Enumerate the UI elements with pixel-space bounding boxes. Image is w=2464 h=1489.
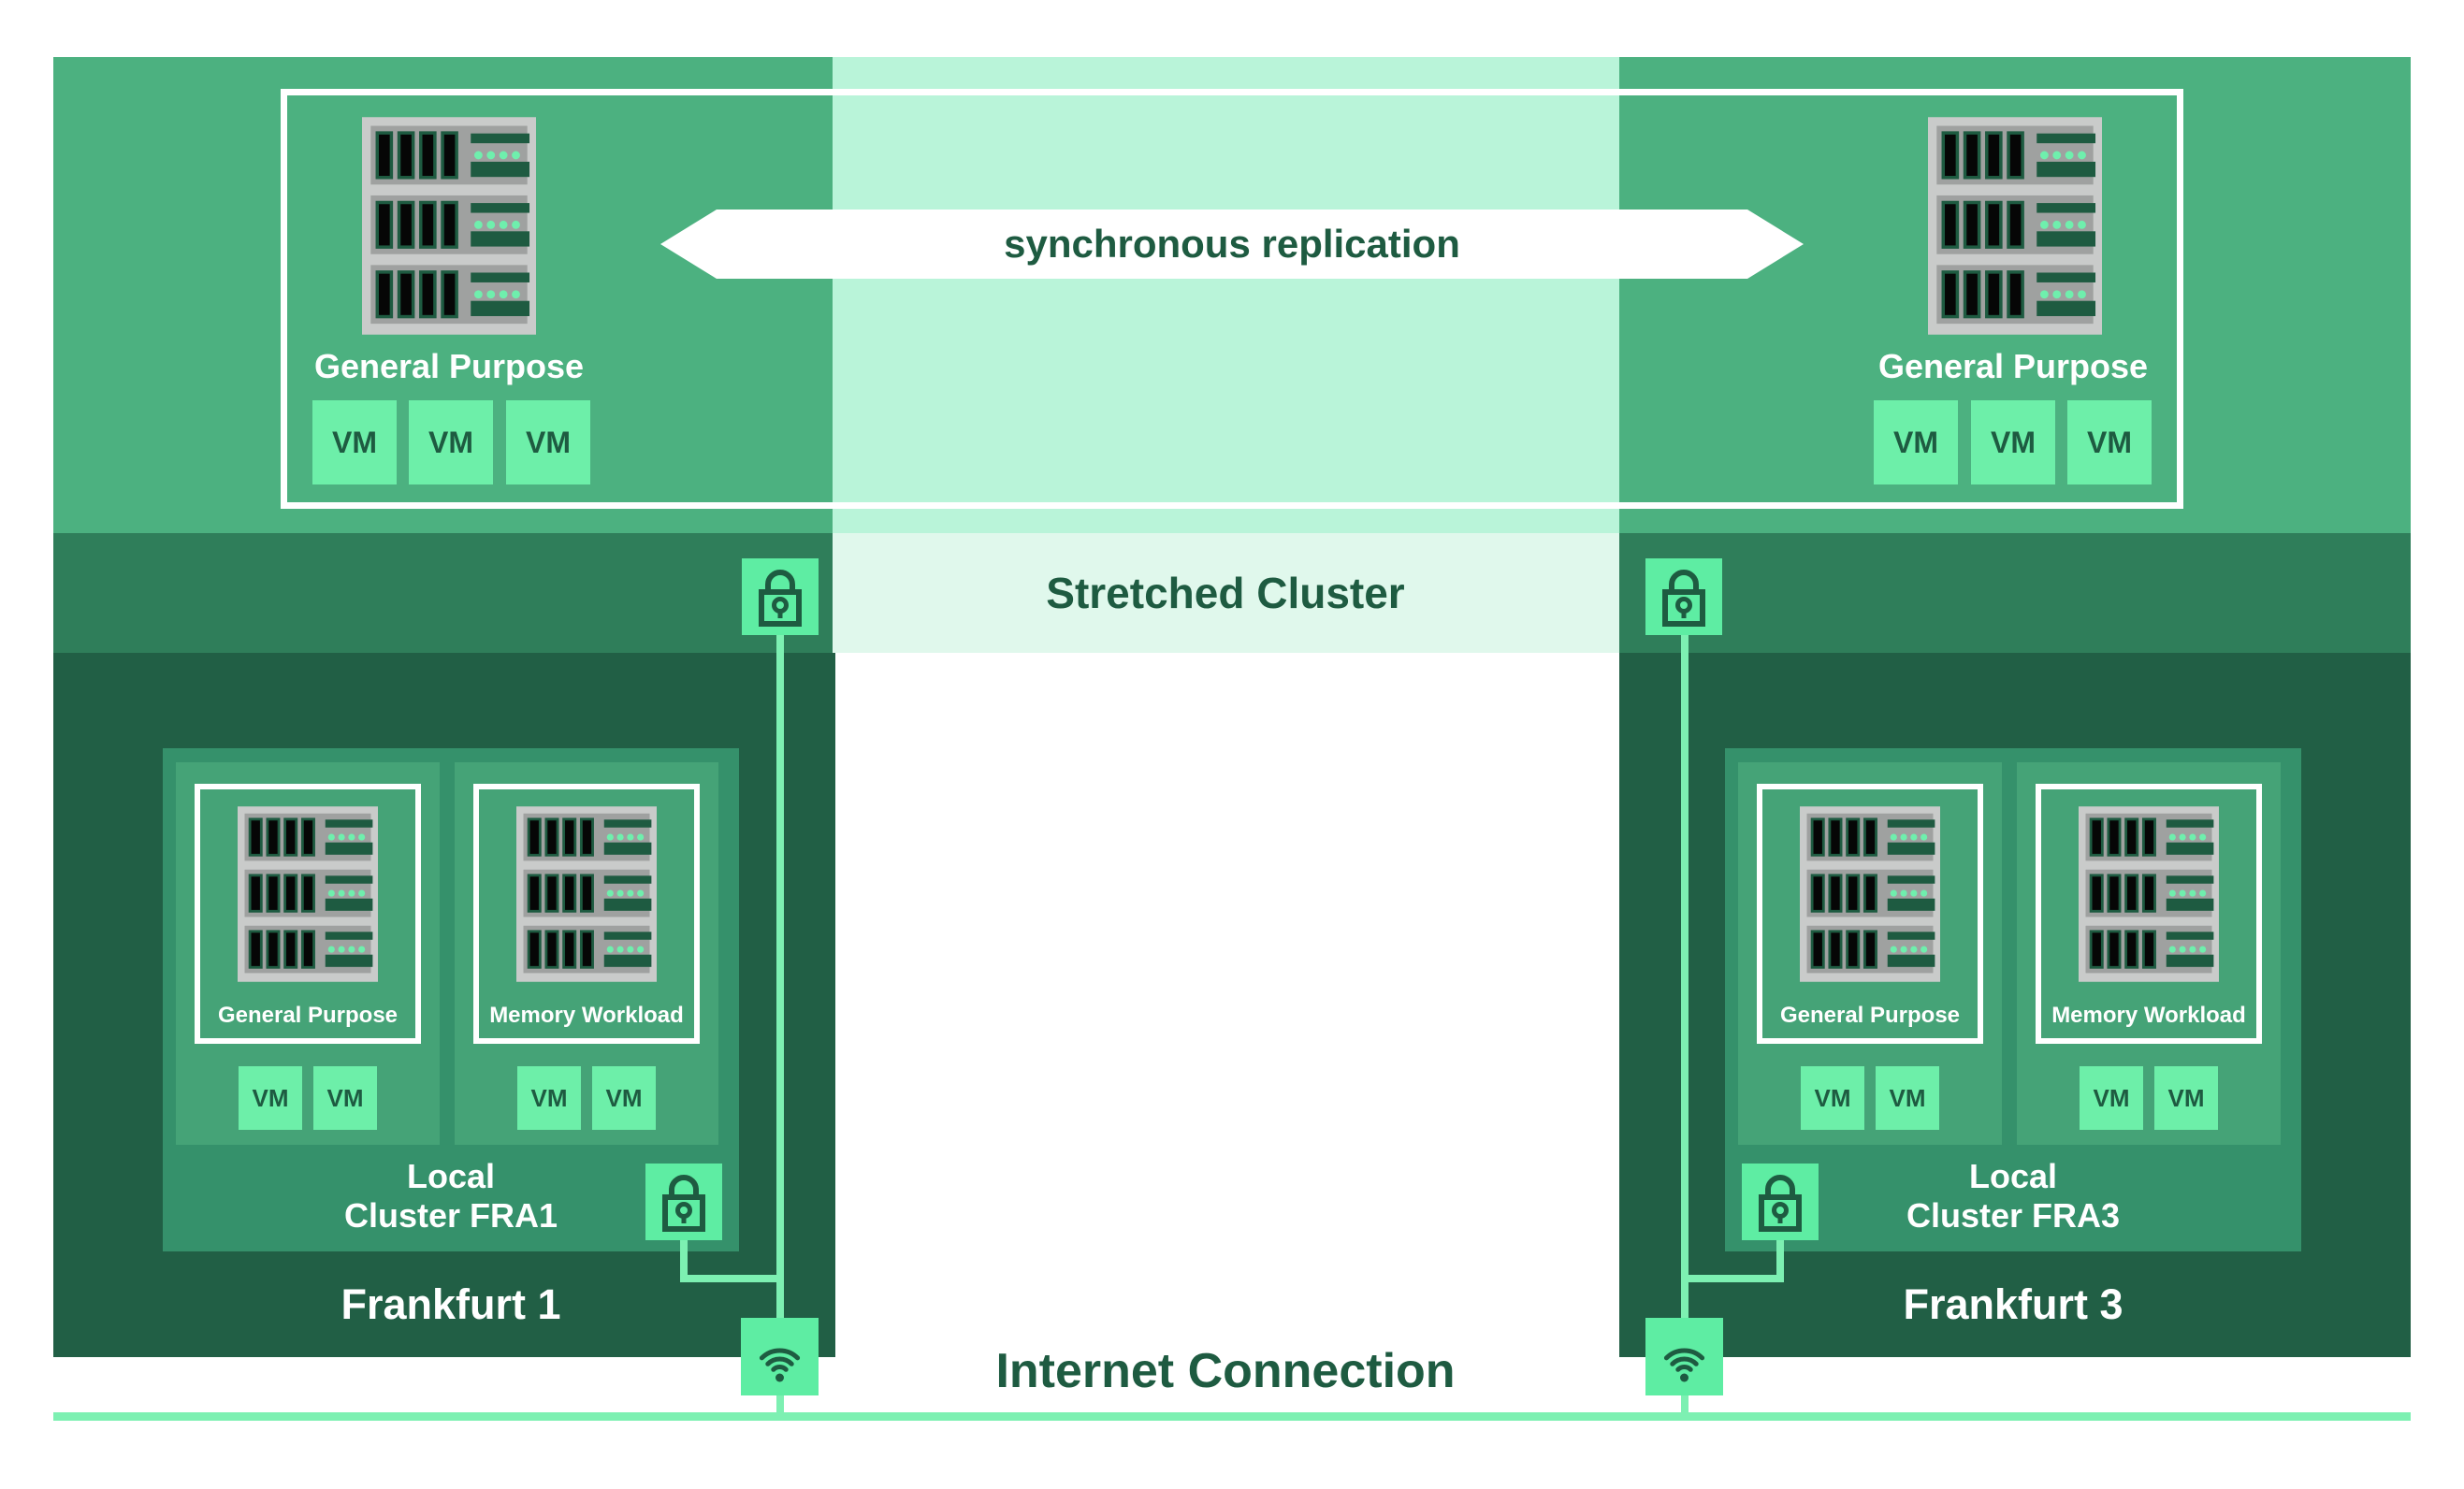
server-rack-icon	[362, 117, 536, 335]
wifi-icon	[1645, 1318, 1723, 1395]
lock-icon	[1645, 558, 1722, 635]
vm-box: VM	[506, 400, 590, 484]
vm-box: VM	[2080, 1066, 2143, 1130]
connection-line-elbow-left-v	[680, 1240, 688, 1282]
vm-box: VM	[2154, 1066, 2218, 1130]
stretched-cluster-outline-box	[281, 89, 2183, 509]
server-rack-icon	[1800, 801, 1940, 988]
vm-box: VM	[517, 1066, 581, 1130]
panel-frame	[473, 784, 700, 1044]
vm-box: VM	[1874, 400, 1958, 484]
connection-line-wifi-tail-right	[1681, 1395, 1689, 1416]
stretched-cluster-label: Stretched Cluster	[1046, 569, 1405, 617]
connection-line-vertical-right	[1681, 632, 1689, 1318]
panel-title: General Purpose	[217, 1003, 399, 1028]
panel-title: Memory Workload	[2051, 1003, 2246, 1028]
server-rack-icon	[516, 801, 657, 988]
internet-label: Internet Connection	[995, 1344, 1456, 1398]
connection-line-elbow-left-h	[680, 1275, 784, 1282]
stretched-cluster-label-stripe	[833, 533, 1619, 653]
vm-box: VM	[1876, 1066, 1939, 1130]
replication-center-stripe	[833, 57, 1619, 533]
internet-line	[53, 1412, 2411, 1421]
connection-line-wifi-tail-left	[776, 1395, 784, 1416]
vm-box: VM	[313, 1066, 377, 1130]
host-title-right: General Purpose	[1877, 347, 2149, 385]
site-label-frankfurt-1: Frankfurt 1	[341, 1280, 561, 1328]
lock-icon	[645, 1164, 722, 1240]
connection-line-elbow-right-h	[1681, 1275, 1784, 1282]
panel-frame	[195, 784, 421, 1044]
connection-line-vertical-left	[776, 632, 784, 1318]
local-cluster-label-line1: Local	[406, 1157, 496, 1195]
lock-icon	[742, 558, 819, 635]
vm-box: VM	[2067, 400, 2152, 484]
server-rack-icon	[1928, 117, 2102, 335]
replication-arrow	[660, 210, 1804, 279]
local-cluster-label-line2: Cluster FRA3	[1906, 1196, 2121, 1235]
host-title-left: General Purpose	[313, 347, 585, 385]
local-cluster-label-line2: Cluster FRA1	[343, 1196, 558, 1235]
local-cluster-label-fra1: Local Cluster FRA1	[170, 1153, 732, 1239]
wifi-icon	[741, 1318, 819, 1395]
panel-frame	[1757, 784, 1983, 1044]
panel-title: Memory Workload	[489, 1003, 684, 1028]
local-cluster-label-fra3: Local Cluster FRA3	[1732, 1153, 2294, 1239]
vm-box: VM	[592, 1066, 656, 1130]
vm-box: VM	[1971, 400, 2055, 484]
vm-box: VM	[1801, 1066, 1864, 1130]
panel-title: General Purpose	[1779, 1003, 1961, 1028]
vm-box: VM	[312, 400, 397, 484]
local-cluster-label-line1: Local	[1968, 1157, 2058, 1195]
server-rack-icon	[2079, 801, 2219, 988]
connection-line-elbow-right-v	[1776, 1240, 1784, 1282]
replication-label: synchronous replication	[1004, 222, 1460, 266]
site-label-frankfurt-3: Frankfurt 3	[1903, 1280, 2123, 1328]
panel-frame	[2036, 784, 2262, 1044]
vm-box: VM	[239, 1066, 302, 1130]
vm-box: VM	[409, 400, 493, 484]
lock-icon	[1742, 1164, 1819, 1240]
server-rack-icon	[238, 801, 378, 988]
